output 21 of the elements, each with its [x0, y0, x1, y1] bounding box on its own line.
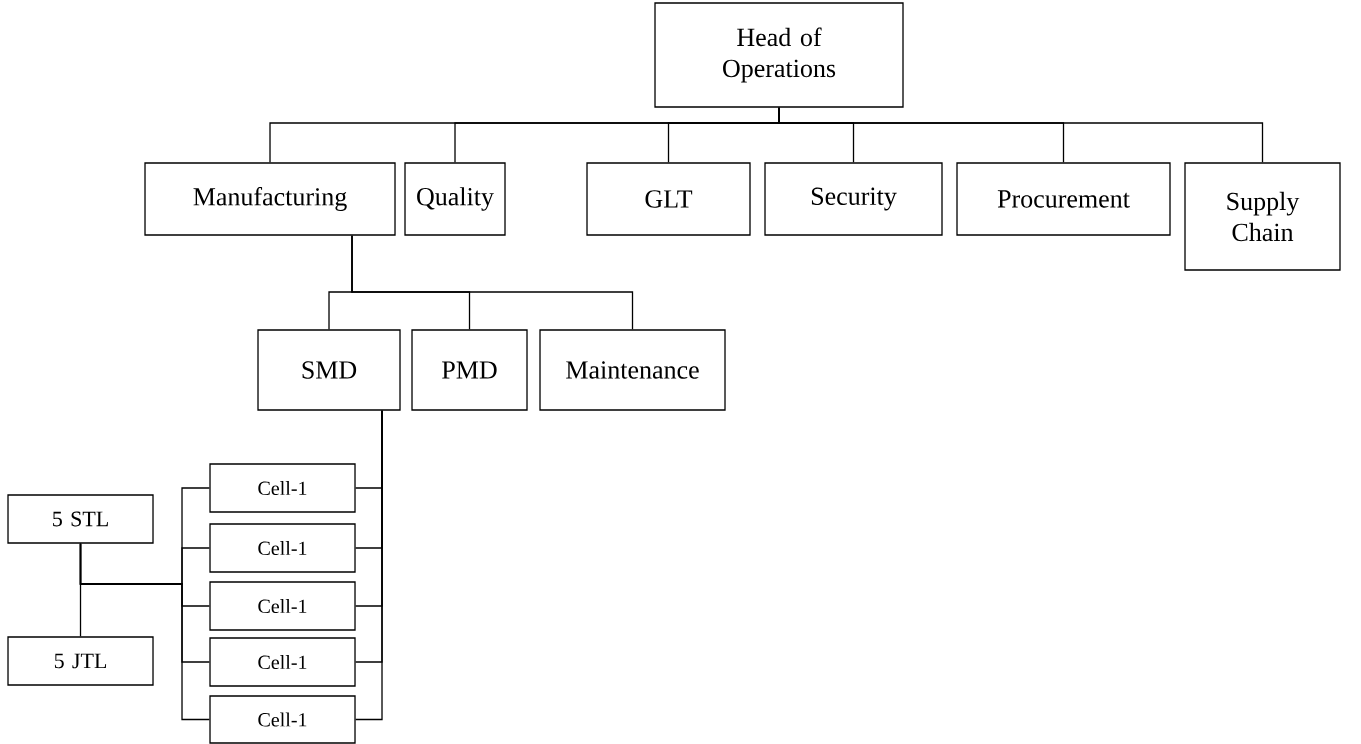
org-box: Procurement	[956, 162, 1171, 236]
org-box: Cell-1	[209, 695, 356, 744]
connector-line	[778, 107, 1264, 163]
org-box: PMD	[411, 329, 528, 411]
connector-line	[351, 235, 634, 330]
org-box: Cell-1	[209, 637, 356, 687]
org-box: SMD	[257, 329, 401, 411]
org-box: 5 JTL	[7, 636, 154, 686]
org-box: 5 STL	[7, 494, 154, 544]
org-box: Head of Operations	[654, 2, 904, 108]
org-box: GLT	[586, 162, 751, 236]
org-box: Supply Chain	[1184, 162, 1341, 271]
org-box: Manufacturing	[144, 162, 396, 236]
org-box: Maintenance	[539, 329, 726, 411]
org-box: Cell-1	[209, 523, 356, 573]
org-box: Security	[764, 162, 943, 236]
org-box: Cell-1	[209, 581, 356, 631]
connector-line	[79, 543, 210, 721]
org-box: Quality	[404, 162, 506, 236]
connector-line	[355, 410, 383, 721]
org-box: Cell-1	[209, 463, 356, 513]
